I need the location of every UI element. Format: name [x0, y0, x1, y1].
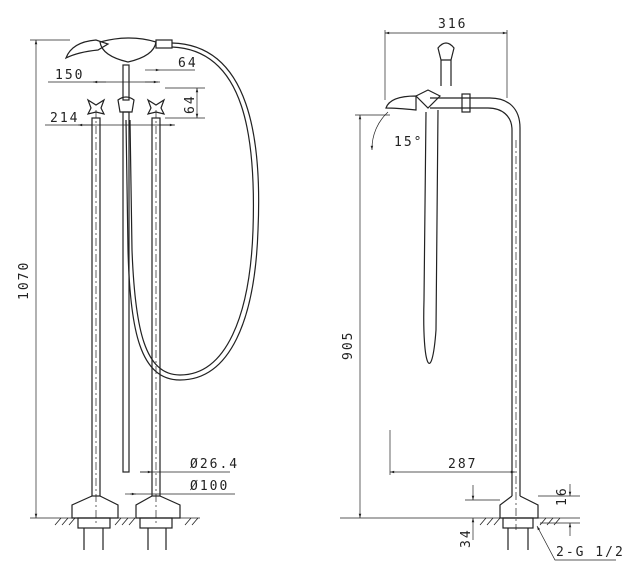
dim-316: 316	[438, 17, 467, 32]
left-pillar	[71, 110, 119, 550]
dim-150: 150	[55, 68, 84, 83]
floor-hatch	[54, 517, 199, 526]
side-handshower	[385, 42, 455, 111]
dim-angle: 15°	[394, 135, 423, 150]
dim-64-vertical: 64	[183, 94, 198, 114]
hose	[125, 42, 260, 381]
dim-16: 16	[555, 486, 570, 506]
standpipe	[430, 93, 539, 550]
dim-287: 287	[448, 457, 477, 472]
dim-64-horizontal: 64	[178, 56, 198, 71]
front-view: 1070 150 64 64 214 Ø26.4 Ø100	[17, 37, 260, 550]
dim-905: 905	[341, 331, 356, 360]
dim-214: 214	[50, 111, 79, 126]
side-hose	[423, 109, 439, 364]
right-pillar	[135, 110, 181, 550]
dim-34: 34	[459, 528, 474, 548]
dim-base-diameter: Ø100	[190, 479, 229, 494]
dim-pipe-diameter: Ø26.4	[190, 457, 239, 472]
cross-handles	[86, 64, 166, 473]
dim-1070: 1070	[17, 261, 32, 300]
dimension-lines	[30, 39, 235, 519]
side-dimension-lines	[355, 30, 616, 561]
connection-label: 2-G 1/2	[556, 545, 625, 560]
handshower	[64, 37, 173, 63]
side-view: 316 15° 905 287 16 34 2-G 1/2	[340, 17, 625, 561]
